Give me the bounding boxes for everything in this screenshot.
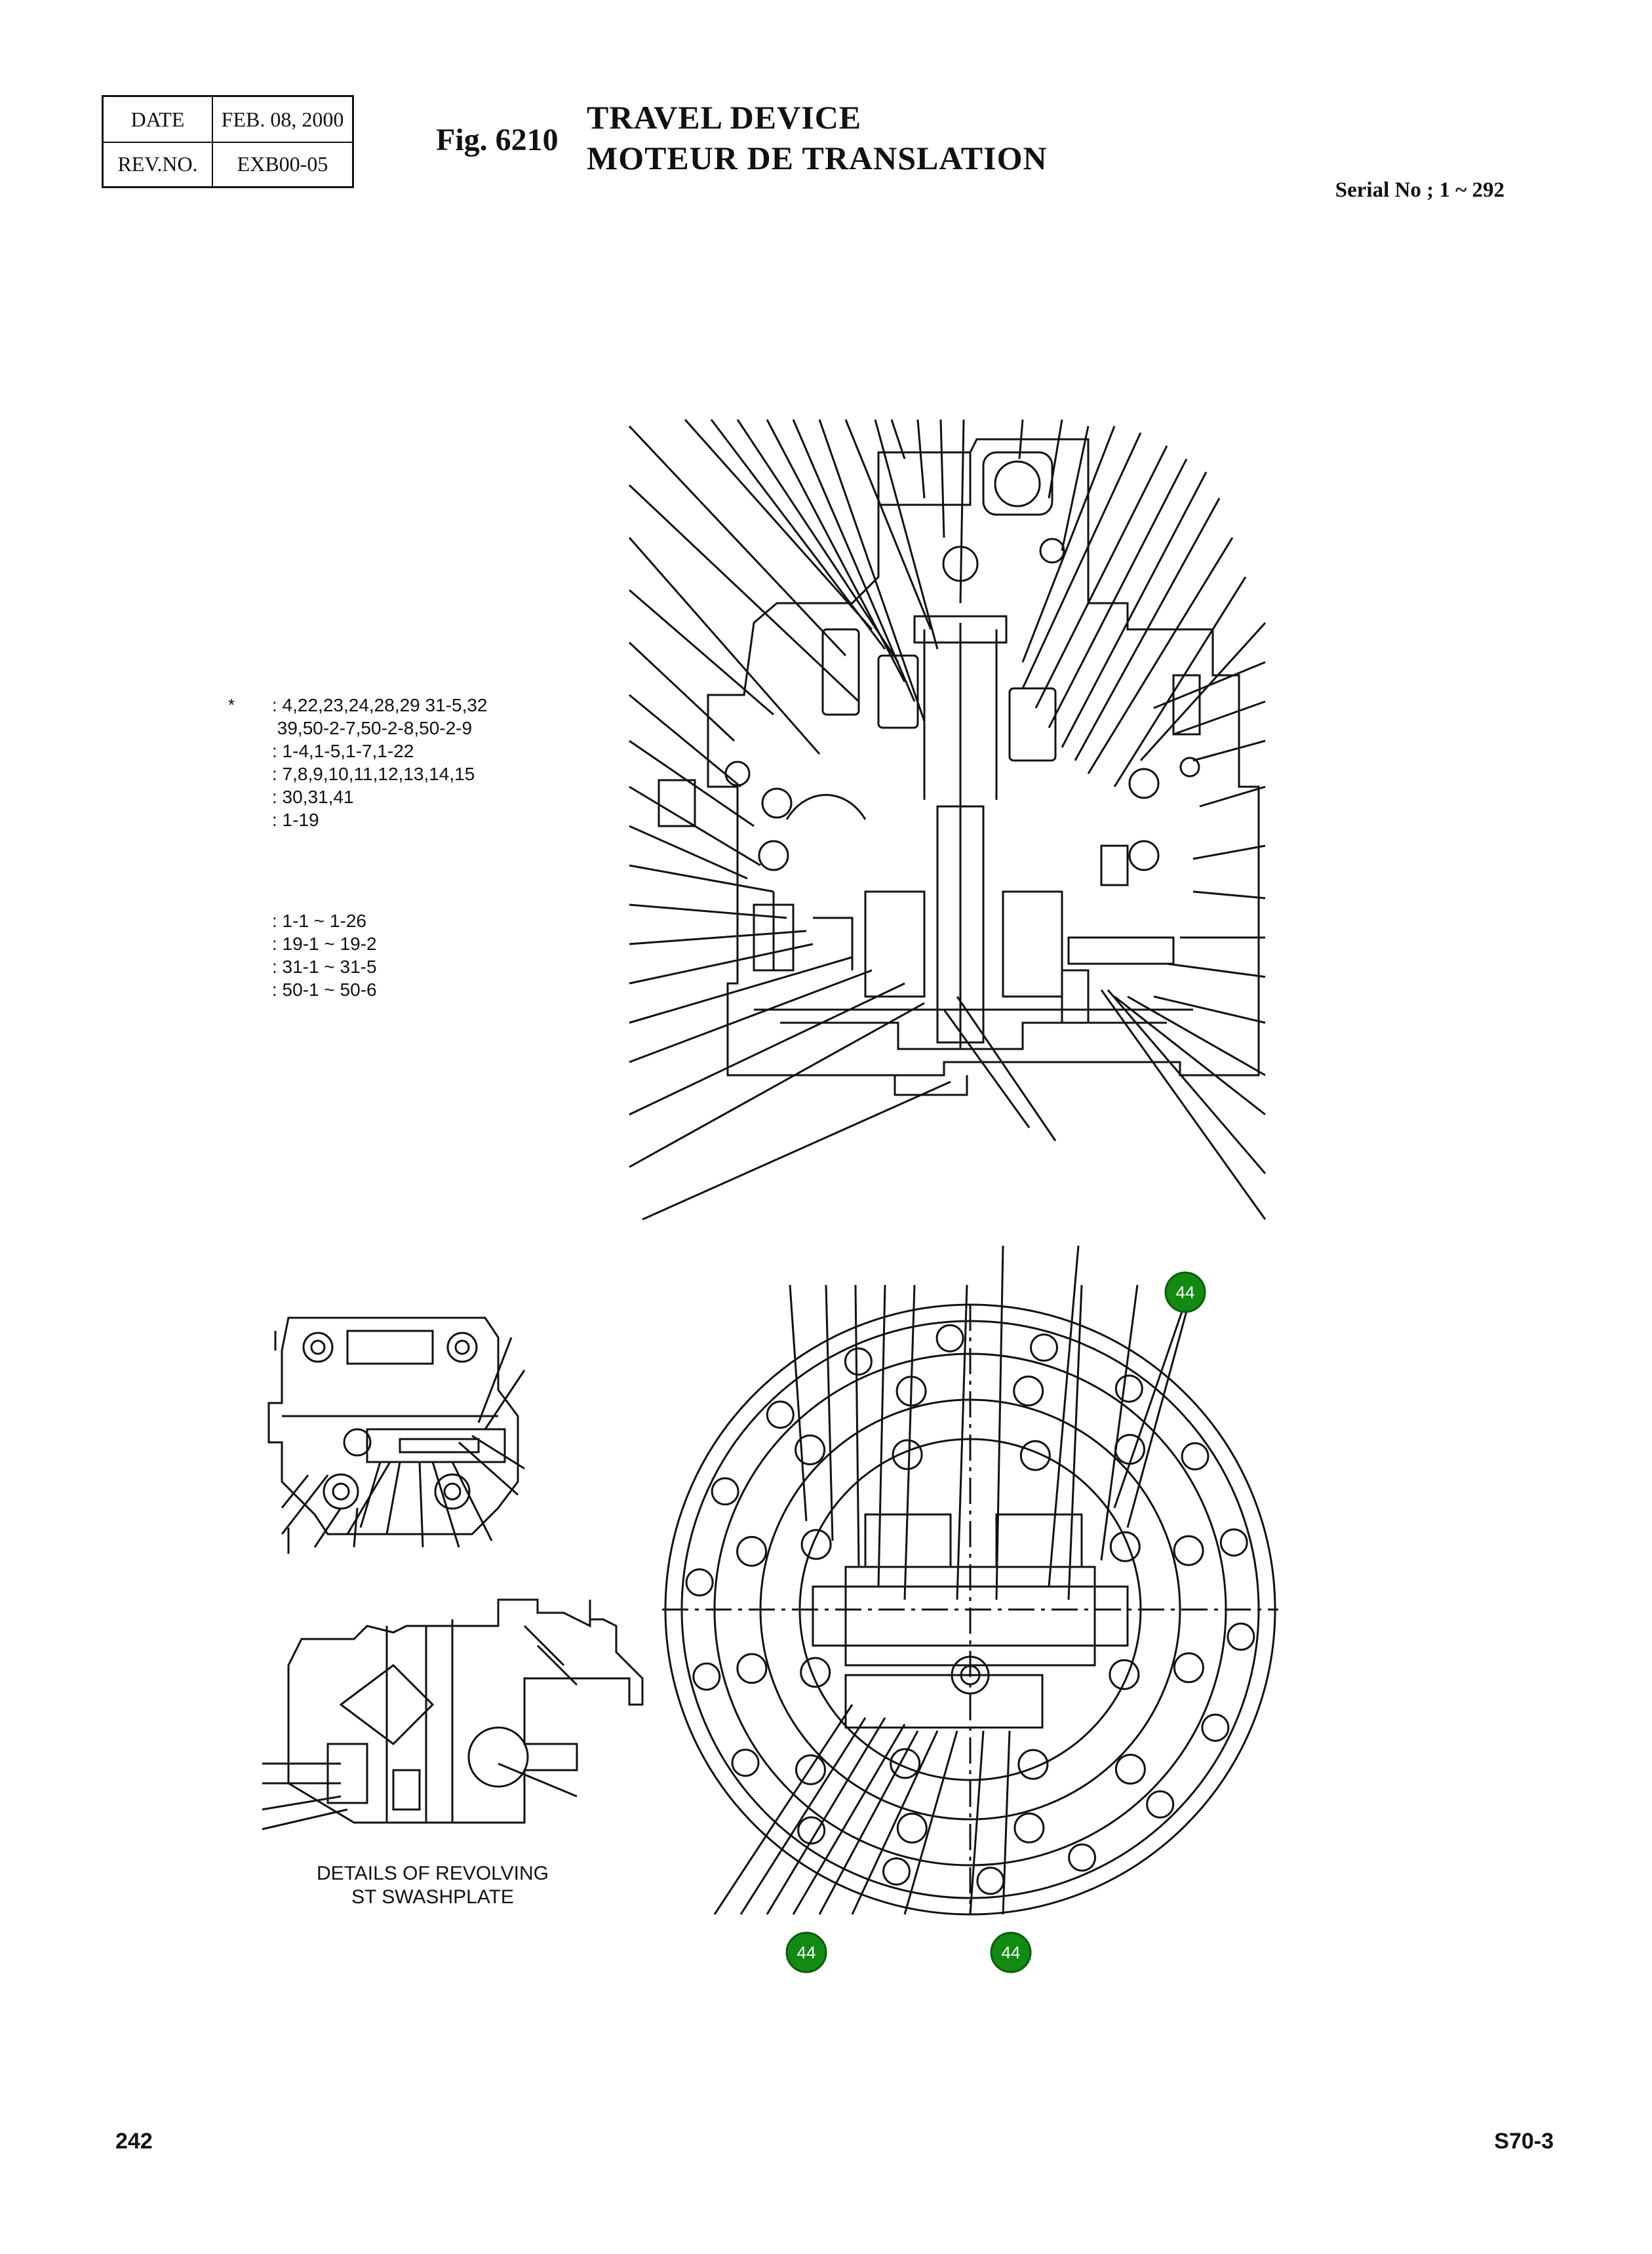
- bolt-hole: [736, 1535, 768, 1567]
- flange-view: [662, 1245, 1278, 1916]
- bolt-hole: [1114, 1754, 1146, 1785]
- rev-value: EXB00-05: [237, 151, 328, 176]
- bolt-hole: [797, 1816, 826, 1845]
- bolt-hole: [935, 1324, 964, 1353]
- note-line: : 30,31,41: [272, 787, 354, 807]
- bolt-hole: [890, 1748, 921, 1779]
- callout-44-right: 44: [990, 1931, 1032, 1973]
- date-value: FEB. 08, 2000: [221, 107, 344, 131]
- bolt-hole: [1109, 1531, 1141, 1562]
- bolt-hole: [895, 1375, 927, 1407]
- callout-44-top-label: 44: [1176, 1282, 1195, 1302]
- bolt-hole: [1227, 1622, 1255, 1651]
- note-line: 39,50-2-7,50-2-8,50-2-9: [272, 718, 473, 738]
- bolt-hole: [1068, 1843, 1097, 1872]
- date-label: DATE: [104, 97, 213, 142]
- bolt-hole: [1013, 1812, 1045, 1844]
- bolt-hole: [1114, 1374, 1143, 1403]
- bolt-hole: [1173, 1535, 1204, 1566]
- bolt-hole: [882, 1857, 911, 1886]
- callout-44-right-label: 44: [1002, 1943, 1021, 1962]
- bolt-hole: [685, 1568, 714, 1597]
- note-line: : 1-19: [272, 810, 319, 830]
- rev-label: REV.NO.: [104, 142, 213, 186]
- note-line: : 1-4,1-5,1-7,1-22: [272, 741, 414, 761]
- bolt-hole: [736, 1653, 768, 1684]
- bolt-hole: [731, 1749, 760, 1777]
- bolt-hole: [1201, 1713, 1230, 1742]
- callout-44-top: 44: [1164, 1271, 1206, 1313]
- caption-line: DETAILS OF REVOLVING: [317, 1863, 549, 1884]
- bolt-hole: [1181, 1442, 1210, 1471]
- notes-group-1: : 4,22,23,24,28,29 31-5,32 39,50-2-7,50-…: [272, 694, 488, 831]
- figure-number: Fig. 6210: [436, 123, 559, 157]
- side-view: [267, 1316, 526, 1554]
- bolt-hole: [976, 1867, 1005, 1895]
- page-number: 242: [115, 2129, 153, 2154]
- cross-section-view: [628, 419, 1267, 1221]
- bolt-hole: [795, 1754, 826, 1785]
- bolt-hole: [800, 1529, 832, 1560]
- note-line: : 19-1 ~ 19-2: [272, 934, 377, 954]
- bolt-hole: [1013, 1375, 1044, 1407]
- bolt-hole: [1114, 1434, 1145, 1465]
- model-code: S70-3: [1494, 2129, 1554, 2154]
- callout-44-left-label: 44: [797, 1943, 816, 1962]
- callout-44-left: 44: [785, 1931, 827, 1973]
- note-line: : 1-1 ~ 1-26: [272, 911, 366, 931]
- note-marker: *: [228, 695, 235, 715]
- bolt-hole: [844, 1347, 873, 1376]
- bolt-hole: [800, 1657, 831, 1688]
- title-french: MOTEUR DE TRANSLATION: [587, 140, 1048, 176]
- serial-range: Serial No ; 1 ~ 292: [1335, 178, 1504, 202]
- caption-line: ST SWASHPLATE: [351, 1886, 514, 1908]
- note-line: : 4,22,23,24,28,29 31-5,32: [272, 695, 488, 715]
- bolt-hole: [1219, 1528, 1248, 1557]
- bolt-hole: [1173, 1652, 1204, 1684]
- bolt-hole: [896, 1812, 928, 1844]
- bolt-hole: [1017, 1749, 1049, 1780]
- bolt-hole: [692, 1662, 721, 1691]
- bolt-hole: [795, 1434, 826, 1465]
- bolt-hole: [711, 1477, 739, 1506]
- title-english: TRAVEL DEVICE: [587, 99, 862, 136]
- note-line: : 50-1 ~ 50-6: [272, 979, 377, 1000]
- bolt-hole: [1146, 1790, 1175, 1819]
- bolt-hole: [1030, 1334, 1058, 1362]
- notes-group-2: : 1-1 ~ 1-26 : 19-1 ~ 19-2 : 31-1 ~ 31-5…: [272, 909, 377, 1001]
- bolt-hole: [892, 1439, 923, 1471]
- bolt-hole: [1109, 1659, 1140, 1690]
- bolt-hole: [1019, 1440, 1051, 1471]
- bolt-hole: [766, 1400, 795, 1429]
- revision-box: DATE FEB. 08, 2000 REV.NO. EXB00-05: [102, 95, 354, 188]
- note-line: : 31-1 ~ 31-5: [272, 957, 377, 977]
- note-line: : 7,8,9,10,11,12,13,14,15: [272, 764, 475, 784]
- swashplate-detail: [262, 1598, 644, 1830]
- detail-caption: DETAILS OF REVOLVING ST SWASHPLATE: [288, 1862, 577, 1909]
